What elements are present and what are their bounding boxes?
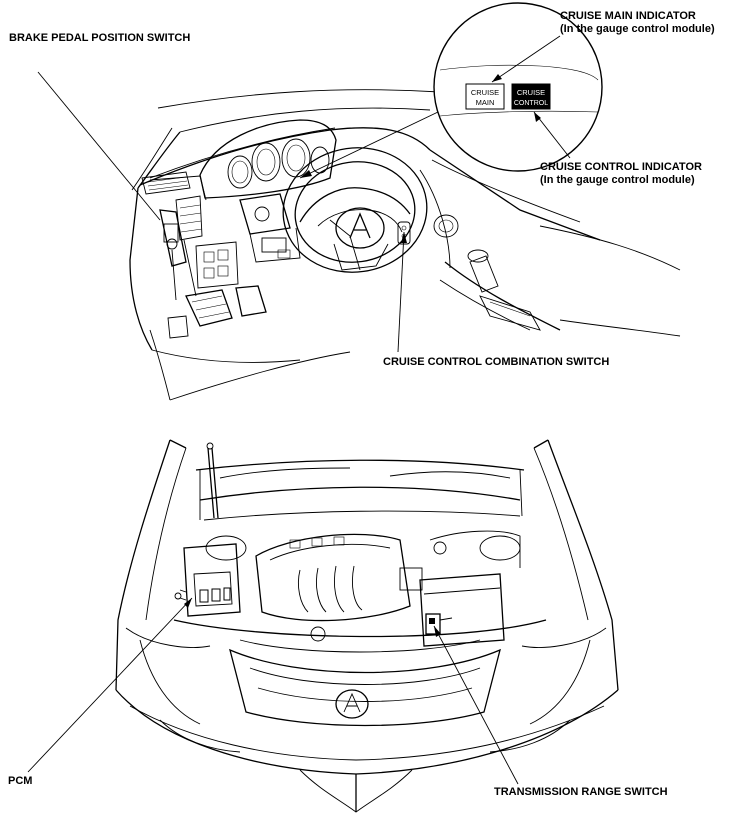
bottom-leader-lines <box>27 597 519 785</box>
transmission-range-switch-label: TRANSMISSION RANGE SWITCH <box>494 786 668 798</box>
pcm-unit <box>174 543 241 617</box>
brake-pedal-position-switch-label: BRAKE PEDAL POSITION SWITCH <box>9 32 191 44</box>
steering-wheel <box>282 147 428 273</box>
cruise-control-indicator-note: (In the gauge control module) <box>540 174 695 186</box>
engine-cover <box>255 533 411 642</box>
cruise-control-indicator-label: CRUISE CONTROL INDICATOR <box>540 161 702 173</box>
cruise-control-line1: CRUISE <box>517 88 545 97</box>
cruise-control-combination-switch-label: CRUISE CONTROL COMBINATION SWITCH <box>383 356 610 368</box>
pcm-label: PCM <box>8 775 33 787</box>
engine-bay-illustration <box>115 439 619 813</box>
cruise-main-indicator-lamp: CRUISE MAIN <box>465 83 505 110</box>
cruise-control-indicator-lamp: CRUISE CONTROL <box>511 83 551 110</box>
cruise-main-indicator-note: (In the gauge control module) <box>560 23 715 35</box>
cruise-control-line2: CONTROL <box>514 100 548 107</box>
battery-area <box>399 530 521 647</box>
cruise-main-indicator-label: CRUISE MAIN INDICATOR <box>560 10 696 22</box>
cockpit-illustration <box>129 89 681 401</box>
transmission-range-switch-part <box>425 613 453 635</box>
cruise-main-line1: CRUISE <box>471 88 499 97</box>
cruise-main-line2: MAIN <box>476 98 495 107</box>
top-leader-lines <box>37 35 571 353</box>
